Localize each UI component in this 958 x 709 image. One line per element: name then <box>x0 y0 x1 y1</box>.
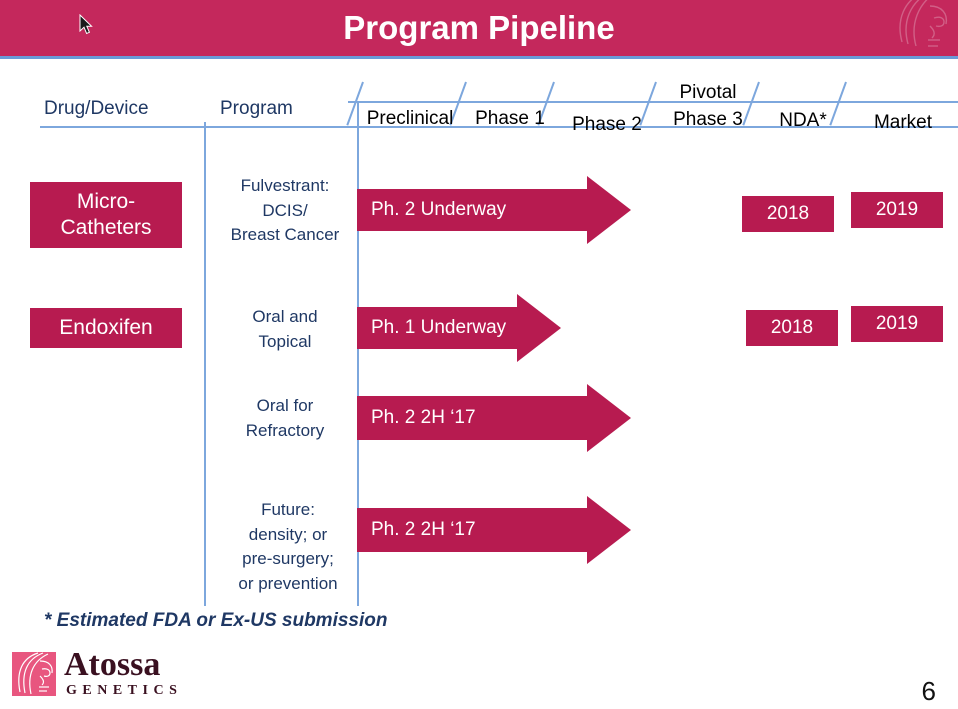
drug-box-endoxifen[interactable]: Endoxifen <box>30 308 182 348</box>
nda-year-row-1[interactable]: 2018 <box>742 196 834 232</box>
header-rule-bottom <box>40 126 958 128</box>
arrow-head-icon <box>587 176 631 244</box>
header-underline <box>0 56 958 59</box>
nda-year-row-2[interactable]: 2018 <box>746 310 838 346</box>
program-label-row-4: Future: density; or pre-surgery; or prev… <box>238 500 338 593</box>
page-number: 6 <box>921 676 936 706</box>
arrow-label-row-1: Ph. 2 Underway <box>371 199 507 220</box>
pipeline-arrow-row-2[interactable]: Ph. 1 Underway <box>357 294 562 362</box>
arrow-body <box>357 307 519 349</box>
arrow-label-row-4: Ph. 2 2H ‘17 <box>371 519 476 540</box>
arrow-body <box>357 396 589 440</box>
column-header-program: Program <box>220 98 293 119</box>
brand-subtitle: GENETICS <box>66 683 183 698</box>
column-header-phase-2: Phase 2 <box>572 114 642 135</box>
footnote-text: * Estimated FDA or Ex-US submission <box>44 610 388 631</box>
pipeline-arrow-row-4[interactable]: Ph. 2 2H ‘17 <box>357 496 631 564</box>
column-header-market: Market <box>873 112 933 133</box>
arrow-body <box>357 508 589 552</box>
program-column-divider <box>204 122 206 606</box>
arrow-label-row-3: Ph. 2 2H ‘17 <box>371 407 476 428</box>
program-label-row-2: Oral and Topical <box>252 307 318 351</box>
mouse-pointer-icon <box>79 14 93 35</box>
program-label-row-3: Oral for Refractory <box>245 396 325 440</box>
page-title: Program Pipeline <box>343 9 615 46</box>
atossa-face-logo-icon <box>12 652 56 696</box>
arrow-head-icon <box>587 384 631 452</box>
column-header-drug-device: Drug/Device <box>44 98 149 119</box>
pipeline-arrow-row-3[interactable]: Ph. 2 2H ‘17 <box>357 384 631 452</box>
brand-name: Atossa <box>64 646 161 683</box>
brand-logo: Atossa GENETICS <box>12 646 232 702</box>
header-rule-top <box>348 101 958 103</box>
arrow-head-icon <box>587 496 631 564</box>
program-label-row-1: Fulvestrant: DCIS/ Breast Cancer <box>230 176 340 245</box>
market-year-row-2[interactable]: 2019 <box>851 306 943 342</box>
arrow-body <box>357 189 589 231</box>
arrow-label-row-2: Ph. 1 Underway <box>371 317 507 338</box>
column-header-nda: NDA* <box>779 110 827 131</box>
pipeline-arrow-row-1[interactable]: Ph. 2 Underway <box>357 176 631 244</box>
column-header-preclinical: Preclinical <box>366 108 454 129</box>
arrow-head-icon <box>517 294 561 362</box>
column-header-phase-1: Phase 1 <box>475 108 545 129</box>
drug-box-micro-catheters[interactable]: Micro- Catheters <box>30 182 182 248</box>
atossa-face-watermark-icon <box>899 0 948 47</box>
column-header-phase-3: Phase 3 <box>673 109 743 130</box>
chart-start-divider <box>357 101 359 606</box>
slide-header-bar <box>0 0 958 56</box>
column-header-pivotal: Pivotal <box>679 82 737 103</box>
market-year-row-1[interactable]: 2019 <box>851 192 943 228</box>
